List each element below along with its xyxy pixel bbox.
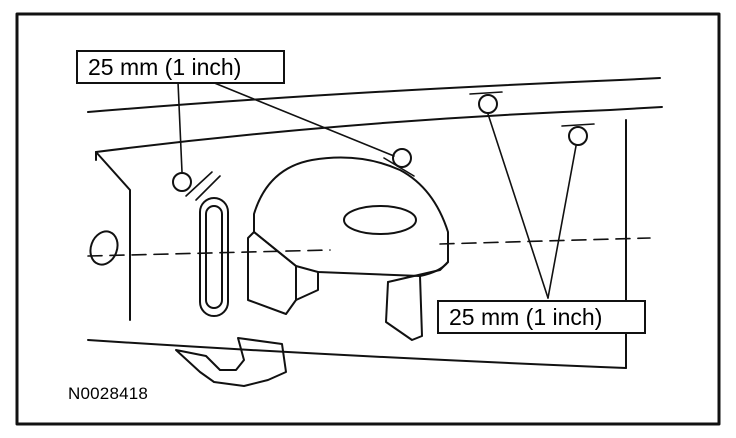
figure-reference-code: N0028418 <box>68 384 149 403</box>
dashed-centerline <box>87 237 651 257</box>
locator-circle-1 <box>172 172 192 192</box>
figure-border <box>15 12 721 426</box>
locator-circle-2 <box>392 148 412 168</box>
panel-top-line-lower <box>95 106 663 153</box>
bracket-hole <box>343 205 417 235</box>
bracket-flange <box>247 231 297 315</box>
leader-top-1 <box>177 81 183 173</box>
leader-bottom-1 <box>487 113 549 299</box>
leader-top-2 <box>211 81 395 157</box>
tick-mark-1 <box>469 91 503 95</box>
bracket-body <box>253 156 449 277</box>
slot-inner <box>205 205 223 309</box>
dimension-callout-bottom: 25 mm (1 inch) <box>437 300 646 334</box>
dimension-callout-top: 25 mm (1 inch) <box>76 50 285 84</box>
bottom-clip <box>175 337 287 387</box>
mounting-hole <box>89 230 119 266</box>
panel-top-line-upper <box>87 77 661 113</box>
slot-outer <box>199 197 229 317</box>
bracket-lip <box>295 271 319 301</box>
leader-bottom-2 <box>547 145 577 299</box>
panel-left-edge <box>95 151 131 321</box>
locator-circle-4 <box>568 126 588 146</box>
locator-circle-3 <box>478 94 498 114</box>
hatch-mark-2 <box>195 175 221 201</box>
tick-mark-2 <box>561 123 595 127</box>
bracket-right-face <box>387 261 449 283</box>
panel-bottom-line <box>87 339 627 369</box>
hatch-mark-1 <box>185 171 213 197</box>
bracket-tab <box>385 275 423 341</box>
